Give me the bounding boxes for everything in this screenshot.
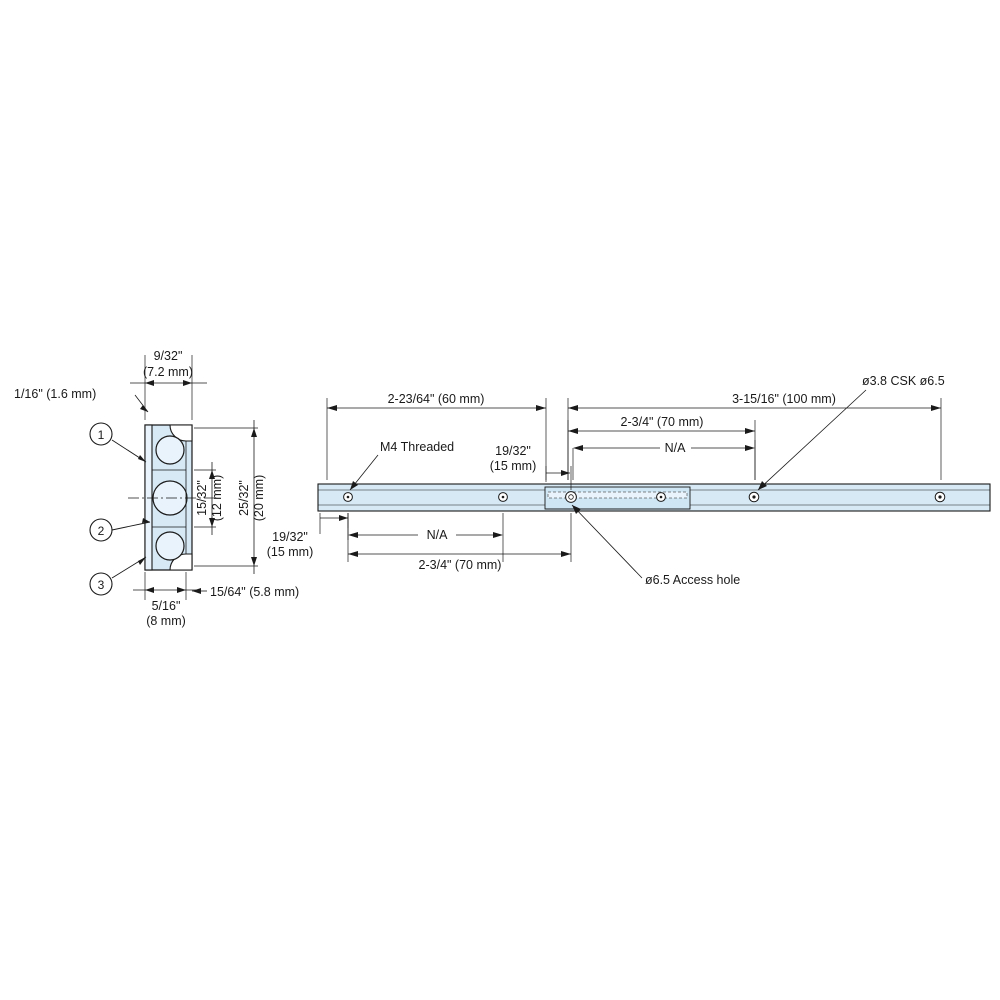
dim-bottom-width-label: 5/16" — [152, 599, 181, 613]
dim-left-thickness-label: 1/16" (1.6 mm) — [14, 387, 96, 401]
dim-bottom-width-mm: (8 mm) — [146, 614, 186, 628]
balloon-1-label: 1 — [98, 428, 105, 442]
dim-right-span-label: 3-15/16" (100 mm) — [732, 392, 836, 406]
dim-pitch-upper-label: 19/32" — [495, 444, 531, 458]
balloon-3-label: 3 — [98, 578, 105, 592]
balloon-2-label: 2 — [98, 524, 105, 538]
dim-lower-span: 2-3/4" (70 mm) — [347, 513, 572, 572]
dim-right-inner-span: 2-3/4" (70 mm) — [567, 415, 756, 480]
callout-access-hole-label: ø6.5 Access hole — [645, 573, 740, 587]
dim-bottom-width: 5/16" (8 mm) — [133, 572, 198, 628]
dim-pitch-lower-label: 19/32" — [272, 530, 308, 544]
dim-na-upper-label: N/A — [665, 441, 687, 455]
dim-top-width-label: 9/32" — [154, 349, 183, 363]
dim-na-lower-label: N/A — [427, 528, 449, 542]
dim-left-span-label: 2-23/64" (60 mm) — [388, 392, 485, 406]
dim-na-lower: N/A — [347, 513, 504, 562]
section-profile-body — [144, 424, 193, 571]
dim-bottom-offset-label: 15/64" (5.8 mm) — [210, 585, 299, 599]
dim-pitch-lower: 19/32" (15 mm) — [267, 513, 349, 559]
rail-holes — [343, 491, 946, 503]
dim-top-width: 9/32" (7.2 mm) — [130, 349, 207, 420]
callout-csk: ø3.8 CSK ø6.5 — [757, 374, 945, 491]
balloon-3: 3 — [89, 556, 147, 596]
dim-outer-height: 25/32" (20 mm) — [194, 420, 266, 574]
profile-view: 2-23/64" (60 mm) 3-15/16" (100 mm) 2-3/4… — [267, 374, 991, 587]
dim-pitch-upper: 19/32" (15 mm) — [490, 444, 572, 490]
callout-m4-threaded-label: M4 Threaded — [380, 440, 454, 454]
callout-m4-threaded: M4 Threaded — [349, 440, 454, 491]
callout-csk-label: ø3.8 CSK ø6.5 — [862, 374, 945, 388]
balloon-1: 1 — [89, 422, 147, 463]
dim-left-thickness: 1/16" (1.6 mm) — [14, 387, 149, 413]
section-view: 1 2 3 9/32" (7.2 mm) — [14, 349, 299, 628]
dim-outer-height-label: 25/32" — [237, 480, 251, 516]
dim-top-width-mm: (7.2 mm) — [143, 365, 193, 379]
dim-left-span: 2-23/64" (60 mm) — [326, 392, 547, 480]
balloon-2: 2 — [89, 518, 151, 542]
rail-body — [317, 483, 991, 512]
dim-right-span: 3-15/16" (100 mm) — [567, 392, 942, 480]
dim-na-upper: N/A — [572, 440, 756, 480]
dim-bottom-offset: 15/64" (5.8 mm) — [192, 585, 299, 599]
dim-inner-height: 15/32" (12 mm) — [194, 462, 224, 535]
dim-right-inner-span-label: 2-3/4" (70 mm) — [621, 415, 704, 429]
dim-pitch-lower-mm: (15 mm) — [267, 545, 314, 559]
callout-access-hole: ø6.5 Access hole — [571, 504, 740, 587]
dim-lower-span-label: 2-3/4" (70 mm) — [419, 558, 502, 572]
dim-inner-height-mm: (12 mm) — [210, 475, 224, 522]
dim-inner-height-label: 15/32" — [195, 480, 209, 516]
dim-outer-height-mm: (20 mm) — [252, 475, 266, 522]
dim-pitch-upper-mm: (15 mm) — [490, 459, 537, 473]
